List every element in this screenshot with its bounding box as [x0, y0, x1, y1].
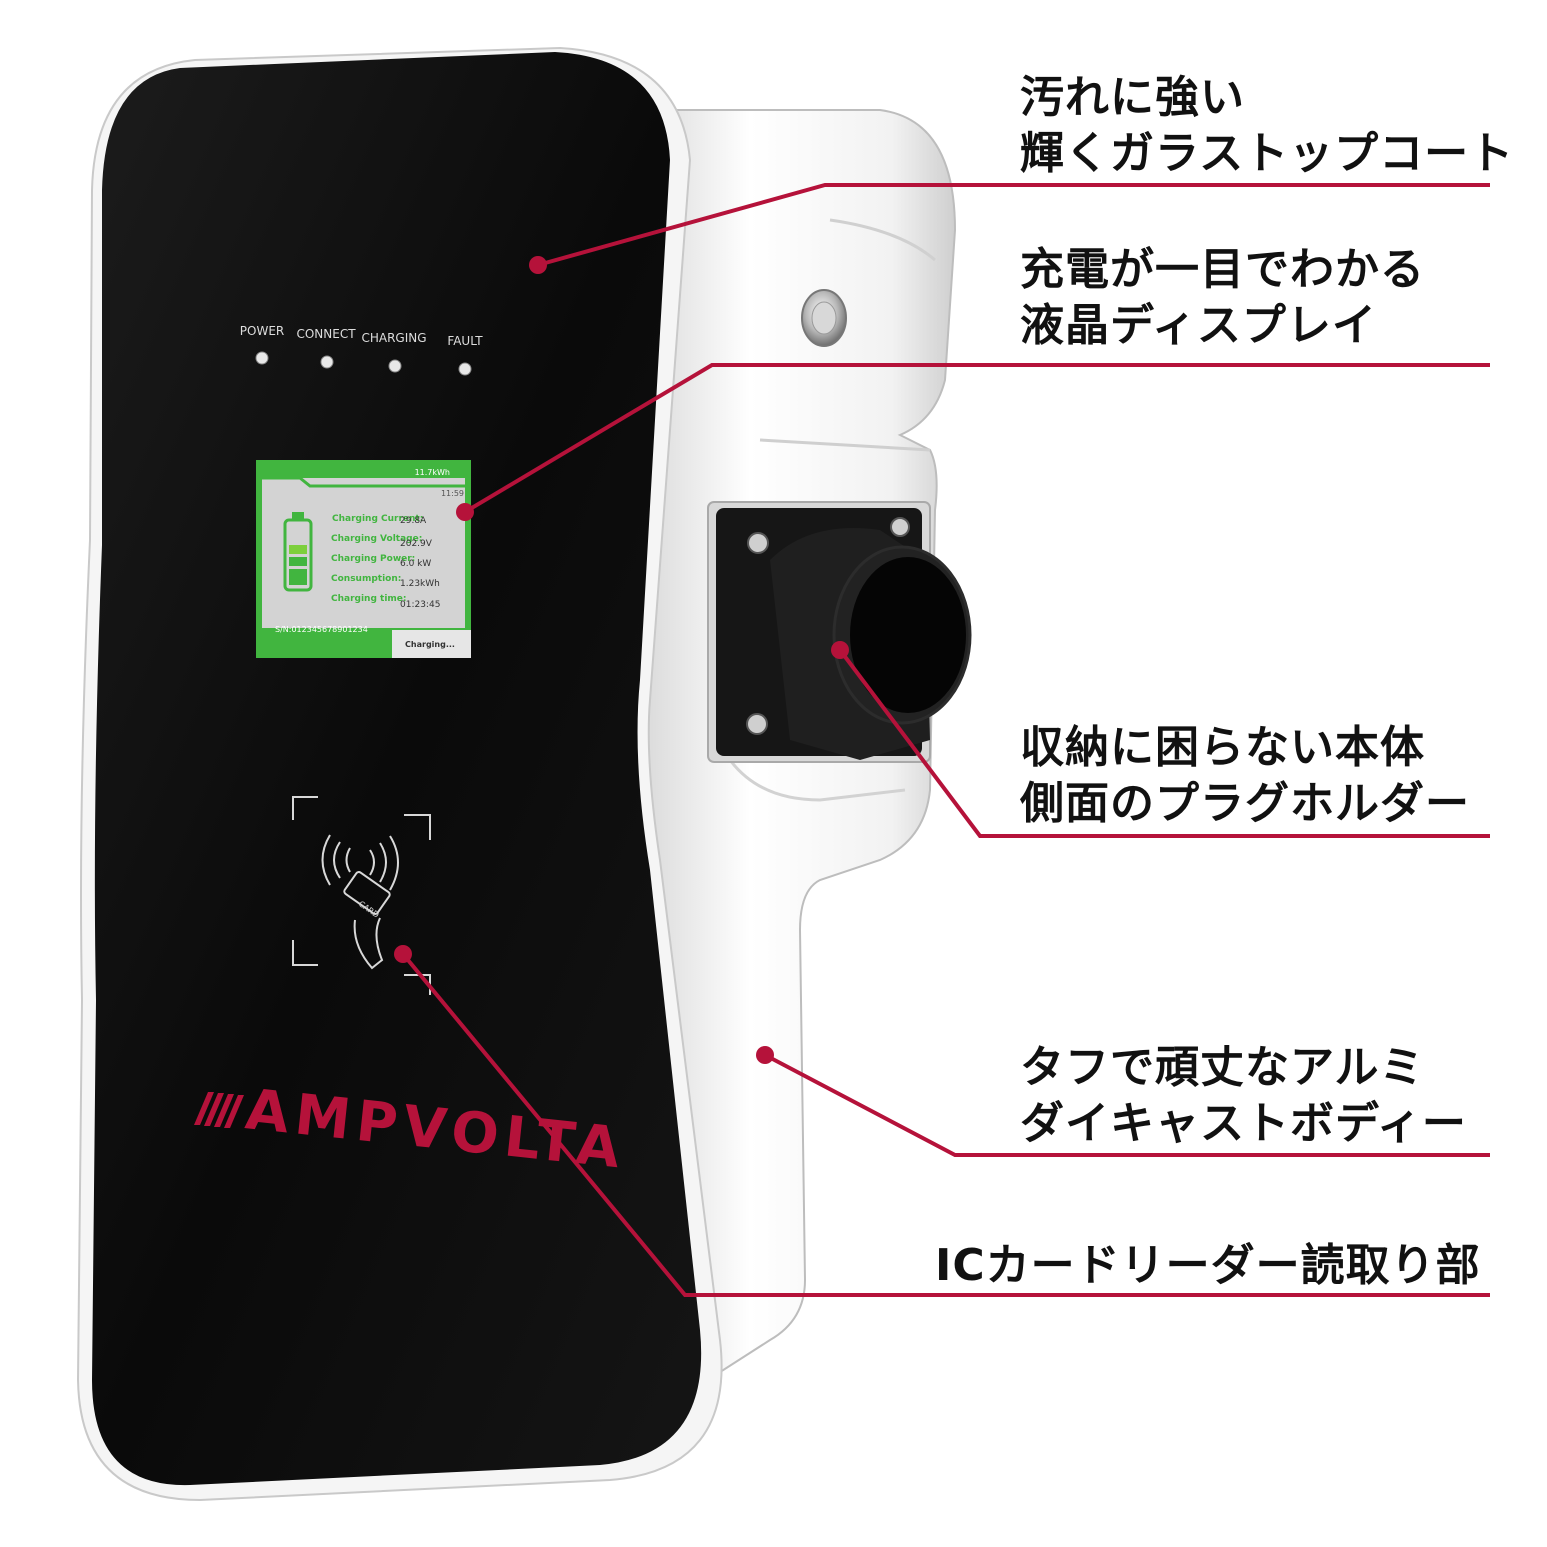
callout-line: 側面のプラグホルダー: [1020, 778, 1470, 829]
power-led-icon: [255, 351, 269, 365]
lcd-serial: S/N:012345678901234: [275, 625, 368, 634]
lcd-row-label: Consumption:: [331, 574, 401, 584]
callout-card-reader: ICカードリーダー読取り部: [935, 1238, 1481, 1294]
leader-line: [537, 183, 1490, 267]
lcd-row-label: Charging time:: [331, 594, 407, 604]
leader-dot: [529, 256, 547, 274]
indicator-label: CONNECT: [296, 327, 356, 341]
callout-line: 収納に困らない本体: [1020, 722, 1425, 773]
lcd-time: 11:59: [441, 489, 464, 498]
lcd-row-value: 1.23kWh: [400, 579, 440, 589]
indicator-label: CHARGING: [361, 331, 426, 345]
leader-line: [463, 363, 1490, 514]
indicator-label: POWER: [240, 324, 284, 338]
leader-dot: [394, 945, 412, 963]
callout-die-cast-body: タフで頑丈なアルミ ダイキャストボディー: [1020, 1040, 1467, 1152]
callout-line: 輝くガラストップコート: [1020, 128, 1515, 179]
lcd-row-value: 01:23:45: [400, 600, 440, 610]
glass-panel: [92, 52, 702, 1486]
leader-line: [401, 952, 1490, 1297]
lcd-display: 11.7kWh 11:59 Charging Current: 29.8A Ch…: [256, 460, 471, 658]
callout-plug-holder: 収納に困らない本体 側面のプラグホルダー: [1020, 720, 1470, 832]
connect-led-icon: [320, 355, 334, 369]
leader-dots: [394, 256, 849, 1064]
callout-line: 液晶ディスプレイ: [1020, 300, 1377, 351]
callout-lcd-display: 充電が一目でわかる 液晶ディスプレイ: [1020, 242, 1425, 354]
rfid-waves-icon: [321, 834, 399, 891]
callout-line: 汚れに強い: [1020, 72, 1245, 123]
leader-lines: [401, 183, 1490, 1297]
callout-line: タフで頑丈なアルミ: [1020, 1042, 1425, 1093]
lcd-energy: 11.7kWh: [415, 468, 450, 477]
callout-line: ダイキャストボディー: [1020, 1098, 1467, 1149]
indicator-label: FAULT: [447, 334, 483, 348]
brand-stripes-icon: [194, 1092, 244, 1128]
lcd-row-label: Charging Current:: [332, 514, 423, 524]
card-tap-icon: [343, 871, 391, 970]
callout-line: ICカードリーダー読取り部: [935, 1240, 1481, 1291]
leader-line: [838, 648, 1490, 838]
lcd-row-label: Charging Voltage:: [331, 534, 422, 544]
lcd-row-value: 202.9V: [400, 539, 433, 549]
leader-dot: [756, 1046, 774, 1064]
lcd-row-label: Charging Power:: [331, 554, 415, 564]
housing-button-icon: [801, 289, 847, 347]
callout-glass-coat: 汚れに強い 輝くガラストップコート: [1020, 70, 1514, 182]
callout-line: 充電が一目でわかる: [1020, 244, 1425, 295]
plug-holder-socket: [707, 501, 972, 763]
leader-dot: [456, 503, 474, 521]
indicator-panel: POWER CONNECT CHARGING FAULT: [240, 324, 483, 376]
lcd-row-value: 6.0 kW: [400, 559, 431, 569]
battery-icon: [283, 512, 313, 592]
leader-line: [764, 1053, 1490, 1157]
charging-led-icon: [388, 359, 402, 373]
leader-dot: [831, 641, 849, 659]
lcd-row-value: 29.8A: [400, 516, 427, 526]
lcd-status: Charging...: [405, 640, 455, 649]
fault-led-icon: [458, 362, 472, 376]
